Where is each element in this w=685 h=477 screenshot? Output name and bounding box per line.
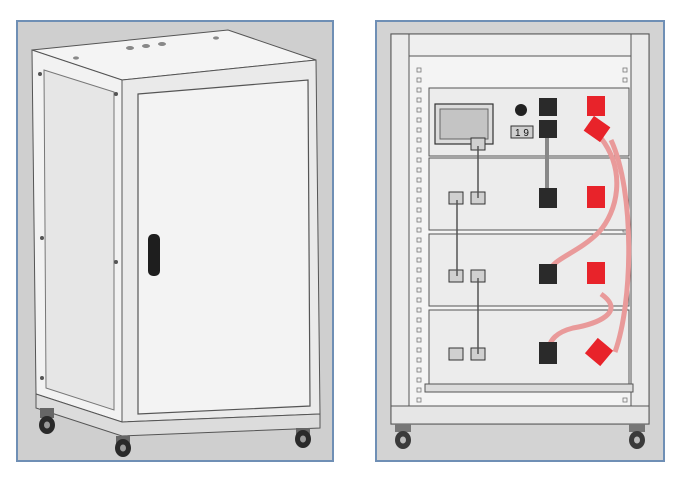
rail-hole bbox=[416, 267, 422, 273]
rail-hole bbox=[416, 177, 422, 183]
black-connector bbox=[539, 188, 557, 208]
black-connector bbox=[539, 98, 557, 116]
rail-hole bbox=[622, 67, 628, 73]
comm-port bbox=[448, 269, 464, 283]
caster-wheel bbox=[395, 424, 411, 449]
closed-cabinet-panel bbox=[16, 20, 334, 462]
rail-hole bbox=[622, 397, 628, 403]
power-button-icon bbox=[515, 104, 527, 116]
rail-hole bbox=[416, 327, 422, 333]
rail-hole bbox=[416, 397, 422, 403]
screw bbox=[40, 376, 44, 380]
screw bbox=[114, 260, 118, 264]
door-handle bbox=[148, 234, 160, 276]
comm-port bbox=[448, 191, 464, 205]
red-power-cable bbox=[546, 136, 620, 274]
rack-right-post bbox=[630, 33, 650, 425]
rail-hole bbox=[416, 187, 422, 193]
rail-hole bbox=[416, 257, 422, 263]
red-connector bbox=[587, 262, 605, 284]
red-power-cable bbox=[608, 138, 632, 353]
top-hole-1 bbox=[126, 46, 134, 50]
caster-wheel bbox=[629, 424, 645, 449]
rail-hole bbox=[416, 207, 422, 213]
red-connector bbox=[587, 186, 605, 208]
rail-hole bbox=[416, 167, 422, 173]
rail-hole bbox=[416, 217, 422, 223]
rail-hole bbox=[416, 297, 422, 303]
rail-hole bbox=[416, 67, 422, 73]
rail-hole bbox=[416, 337, 422, 343]
open-rack-panel: 1 9 bbox=[375, 20, 665, 462]
rail-hole bbox=[416, 127, 422, 133]
rail-hole bbox=[416, 137, 422, 143]
top-hole-5 bbox=[73, 56, 79, 60]
red-connector bbox=[587, 96, 605, 116]
comm-port bbox=[448, 347, 464, 361]
rack-left-post bbox=[390, 33, 410, 425]
rail-hole bbox=[416, 377, 422, 383]
open-rack-illustration: 1 9 bbox=[377, 22, 663, 460]
rack-top-bar bbox=[408, 33, 632, 57]
rail-hole bbox=[416, 277, 422, 283]
left-side-panel bbox=[43, 69, 115, 411]
caster-wheel bbox=[115, 436, 131, 457]
top-hole-3 bbox=[158, 42, 166, 46]
cabinet-base bbox=[35, 393, 321, 437]
rail-hole bbox=[416, 97, 422, 103]
rail-hole bbox=[416, 287, 422, 293]
top-hole-4 bbox=[213, 36, 219, 40]
caster-wheel bbox=[39, 408, 55, 434]
closed-cabinet-illustration bbox=[18, 22, 332, 460]
rail-hole bbox=[416, 247, 422, 253]
top-hole-2 bbox=[142, 44, 150, 48]
rail-hole bbox=[416, 237, 422, 243]
screw bbox=[38, 72, 42, 76]
rail-hole bbox=[416, 117, 422, 123]
rail-hole bbox=[416, 197, 422, 203]
rail-hole bbox=[416, 307, 422, 313]
cabinet-door bbox=[137, 79, 311, 415]
rail-hole bbox=[416, 227, 422, 233]
rack-bottom-bar bbox=[390, 405, 650, 425]
red-connector bbox=[583, 115, 611, 143]
rail-hole bbox=[416, 367, 422, 373]
rail-hole bbox=[416, 317, 422, 323]
screw bbox=[114, 92, 118, 96]
rail-hole bbox=[416, 387, 422, 393]
rail-hole bbox=[416, 347, 422, 353]
black-connector bbox=[539, 342, 557, 364]
rail-hole bbox=[416, 157, 422, 163]
dip-switch bbox=[510, 125, 534, 139]
screw bbox=[40, 236, 44, 240]
display-glass bbox=[439, 108, 489, 140]
rack-shelf bbox=[424, 383, 634, 393]
rail-hole bbox=[416, 87, 422, 93]
black-connector bbox=[539, 120, 557, 138]
rail-hole bbox=[416, 107, 422, 113]
rail-hole bbox=[416, 357, 422, 363]
black-connector bbox=[539, 264, 557, 284]
red-power-cable bbox=[546, 291, 614, 351]
dip-switch-label: 1 9 bbox=[515, 128, 529, 139]
rail-hole bbox=[416, 147, 422, 153]
red-connector bbox=[584, 337, 614, 367]
rail-hole bbox=[416, 77, 422, 83]
caster-wheel bbox=[295, 428, 311, 448]
rail-hole bbox=[622, 77, 628, 83]
